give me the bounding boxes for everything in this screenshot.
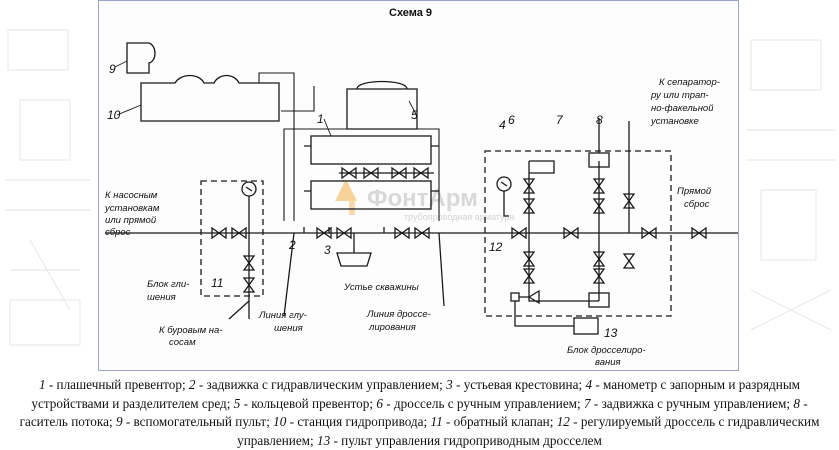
label-num-9: 9 — [109, 62, 116, 76]
aux-panel-9 — [126, 42, 156, 74]
scheme-title: Схема 9 — [389, 7, 432, 19]
to-drill-line2: сосам — [169, 337, 196, 348]
legend-text-4: - манометр с запорным и разрядным устрой… — [31, 377, 801, 411]
legend-text-10: - станция гидропривода; — [286, 414, 431, 430]
legend-text-3: - устьевая крестовина; — [452, 377, 586, 392]
choke-line-line2: лирования — [368, 322, 416, 333]
label-num-3: 3 — [324, 243, 331, 257]
legend-text-7: - задвижка с ручным управлением; — [590, 395, 794, 411]
label-num-1: 1 — [317, 112, 324, 126]
separator-line3: но-факельной — [651, 103, 714, 114]
choke-block-line1: Блок дросселиро- — [567, 345, 646, 356]
watermark: ФонтАрм трубопроводная арматура — [335, 179, 514, 222]
scheme-diagram: ФонтАрм трубопроводная арматура — [104, 7, 738, 368]
wellhead-cross-3 — [336, 233, 372, 267]
legend-number-9: 9 — [115, 414, 123, 430]
separator-line1: К сепаратор- — [659, 77, 720, 88]
choke-block — [484, 150, 672, 317]
flow-damper-8-bottom — [588, 292, 610, 308]
legend-text-11: - обратный клапан; — [442, 414, 557, 430]
discharge-line2: сброс — [684, 199, 710, 210]
ram-preventer-1-top — [310, 135, 432, 165]
legend-text-5: - кольцевой превентор; — [240, 395, 377, 411]
discharge-line1: Прямой — [677, 186, 712, 197]
legend-text-8: - гаситель потока; — [19, 395, 808, 430]
choke-line-line1: Линия дроссе- — [366, 309, 431, 320]
legend-number-5: 5 — [233, 395, 241, 411]
check-block-line1: Блок гли- — [147, 279, 189, 290]
label-num-5: 5 — [411, 108, 418, 122]
background-sheet-right — [741, 10, 839, 360]
label-num-7: 7 — [556, 113, 564, 127]
to-pump-line2: установкам — [104, 203, 160, 214]
separator-line2: ру или трап- — [650, 90, 709, 101]
label-num-10: 10 — [107, 108, 121, 122]
legend-number-3: 3 — [446, 377, 453, 392]
ram-preventer-1-bottom — [310, 180, 432, 210]
kill-line-line1: Линия глу- — [258, 310, 307, 321]
legend-number-10: 10 — [273, 414, 287, 430]
legend-number-1: 1 — [38, 377, 46, 392]
label-num-11: 11 — [211, 276, 223, 290]
adjustable-choke-12 — [510, 292, 520, 302]
choke-control-panel-13 — [573, 317, 599, 335]
legend-number-8: 8 — [793, 395, 800, 411]
label-num-6: 6 — [508, 113, 515, 127]
kill-line-line2: шения — [274, 323, 303, 334]
check-valve-block — [200, 180, 264, 297]
legend-caption: 1 - плашечный превентор; 2 - задвижка с … — [6, 376, 833, 450]
label-num-12: 12 — [489, 240, 503, 254]
legend-number-4: 4 — [585, 377, 593, 392]
choke-block-line2: вания — [595, 357, 621, 368]
wellhead-label: Устье скважины — [343, 282, 419, 293]
legend-text-13: - пульт управления гидроприводным дроссе… — [330, 432, 602, 448]
legend-number-6: 6 — [376, 395, 383, 411]
legend-number-2: 2 — [188, 377, 196, 392]
label-num-13: 13 — [604, 326, 618, 340]
label-num-8: 8 — [596, 113, 603, 127]
to-pump-line3: или прямой — [105, 215, 157, 226]
legend-text-9: - вспомогательный пульт; — [122, 414, 274, 430]
watermark-text: ФонтАрм — [367, 185, 478, 212]
gauge-left — [241, 181, 257, 197]
to-pump-line1: К насосным — [105, 190, 158, 201]
to-pump-line4: сброс — [105, 227, 131, 238]
hydraulic-station-10 — [140, 74, 280, 122]
separator-line4: установке — [650, 116, 699, 127]
legend-text-2: - задвижка с гидравлическим управлением; — [195, 377, 447, 392]
legend-number-7: 7 — [583, 395, 591, 411]
scheme-frame: ФонтАрм трубопроводная арматура — [98, 0, 739, 371]
annular-preventer-5 — [346, 80, 418, 130]
legend-text-12: - регулируемый дроссель с гидравлическим… — [237, 414, 820, 448]
background-sheet-left — [0, 10, 96, 360]
legend-number-11: 11 — [430, 414, 443, 430]
check-block-line2: шения — [147, 292, 176, 303]
to-drill-line1: К буровым на- — [159, 325, 222, 336]
label-num-4: 4 — [499, 118, 506, 132]
legend-text-6: - дроссель с ручным управлением; — [382, 395, 584, 411]
legend-text-1: - плашечный превентор; — [45, 377, 189, 392]
legend-number-13: 13 — [316, 432, 331, 448]
watermark-subtext: трубопроводная арматура — [404, 212, 514, 222]
legend-number-12: 12 — [556, 414, 570, 430]
label-num-2: 2 — [288, 238, 296, 252]
